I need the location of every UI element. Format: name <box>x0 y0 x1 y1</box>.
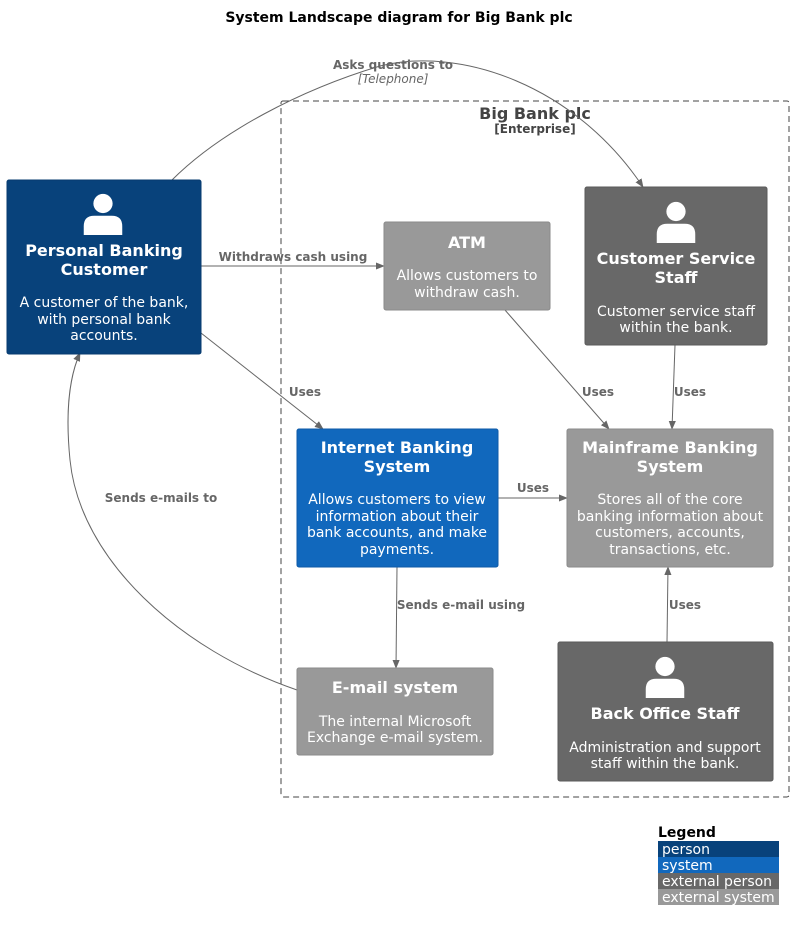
ibs-title-line-1: Internet Banking <box>321 438 474 457</box>
relationship-edges <box>67 60 676 691</box>
mainframe-title-line-1: Mainframe Banking <box>582 438 758 457</box>
edge-label-ibs-mainframe: Uses <box>517 481 549 495</box>
bo-staff-desc-line-1: Administration and support <box>569 740 761 756</box>
customer-desc-line-3: accounts. <box>70 328 138 344</box>
diagram-title: System Landscape diagram for Big Bank pl… <box>225 10 572 26</box>
edge-label-atm-mainframe: Uses <box>582 385 614 399</box>
email-desc-line-1: The internal Microsoft <box>318 714 472 730</box>
legend-label-person: person <box>662 842 710 858</box>
email-desc-line-2: Exchange e-mail system. <box>307 730 483 746</box>
back-office-staff-node[interactable]: Back Office Staff Administration and sup… <box>557 641 774 782</box>
edge-ibs-to-email <box>392 566 400 669</box>
relationship-labels: Asks questions to [Telephone] Withdraws … <box>105 58 706 612</box>
cs-staff-title-line-1: Customer Service <box>597 249 756 268</box>
internet-banking-system-node[interactable]: Internet Banking System Allows customers… <box>296 428 499 568</box>
customer-desc-line-1: A customer of the bank, <box>20 295 189 311</box>
customer-title-line-2: Customer <box>61 260 148 279</box>
legend-item-external-system: external system <box>658 889 779 906</box>
legend-label-external-person: external person <box>662 874 772 890</box>
bo-staff-desc-line-2: staff within the bank. <box>591 756 740 772</box>
legend-item-external-person: external person <box>658 873 779 890</box>
ibs-title-line-2: System <box>364 457 431 476</box>
edge-label-bo-mainframe: Uses <box>669 598 701 612</box>
legend-title: Legend <box>658 825 716 841</box>
enterprise-boundary: Big Bank plc [Enterprise] <box>280 100 790 798</box>
edge-customer-to-ibs <box>200 332 324 430</box>
customer-service-staff-node[interactable]: Customer Service Staff Customer service … <box>584 186 768 346</box>
legend-label-system: system <box>662 858 713 874</box>
bo-staff-title: Back Office Staff <box>591 704 741 723</box>
mainframe-desc-line-3: customers, accounts, <box>595 525 745 541</box>
legend-item-person: person <box>658 841 779 858</box>
edge-customer-to-cs-staff <box>171 60 644 188</box>
edge-email-to-customer <box>67 352 298 691</box>
edge-label-email-customer: Sends e-mails to <box>105 491 217 505</box>
edge-bo-staff-to-mainframe <box>664 566 672 643</box>
ibs-desc-line-3: bank accounts, and make <box>307 525 487 541</box>
edge-tech-customer-cs: [Telephone] <box>358 72 429 86</box>
customer-title-line-1: Personal Banking <box>25 241 183 260</box>
ibs-desc-line-1: Allows customers to view <box>308 492 486 508</box>
ibs-desc-line-2: information about their <box>316 509 479 525</box>
email-title: E-mail system <box>332 678 458 697</box>
mainframe-desc-line-1: Stores all of the core <box>597 492 742 508</box>
edge-label-customer-cs: Asks questions to <box>333 58 453 72</box>
edge-label-ibs-email: Sends e-mail using <box>397 598 525 612</box>
edge-label-cs-mainframe: Uses <box>674 385 706 399</box>
cs-staff-title-line-2: Staff <box>655 268 699 287</box>
atm-desc-line-1: Allows customers to <box>397 268 538 284</box>
email-system-node[interactable]: E-mail system The internal Microsoft Exc… <box>296 667 494 756</box>
mainframe-desc-line-2: banking information about <box>577 509 764 525</box>
boundary-type: [Enterprise] <box>494 122 575 136</box>
mainframe-desc-line-4: transactions, etc. <box>609 542 731 558</box>
customer-desc-line-2: with personal bank <box>37 312 171 328</box>
atm-node[interactable]: ATM Allows customers to withdraw cash. <box>383 221 551 311</box>
boundary-title: Big Bank plc <box>479 104 591 123</box>
edge-label-customer-ibs: Uses <box>289 385 321 399</box>
atm-desc-line-2: withdraw cash. <box>414 285 520 301</box>
edge-label-customer-atm: Withdraws cash using <box>219 250 368 264</box>
ibs-desc-line-4: payments. <box>360 542 434 558</box>
legend: Legend person system external person ext… <box>658 825 779 906</box>
mainframe-title-line-2: System <box>637 457 704 476</box>
mainframe-banking-system-node[interactable]: Mainframe Banking System Stores all of t… <box>566 428 774 568</box>
atm-title: ATM <box>448 233 486 252</box>
legend-item-system: system <box>658 857 779 874</box>
edge-cs-staff-to-mainframe <box>668 344 676 430</box>
cs-staff-desc-line-2: within the bank. <box>619 320 732 336</box>
cs-staff-desc-line-1: Customer service staff <box>597 304 755 320</box>
edge-atm-to-mainframe <box>504 309 610 430</box>
personal-banking-customer-node[interactable]: Personal Banking Customer A customer of … <box>6 179 202 355</box>
legend-label-external-system: external system <box>662 890 775 906</box>
